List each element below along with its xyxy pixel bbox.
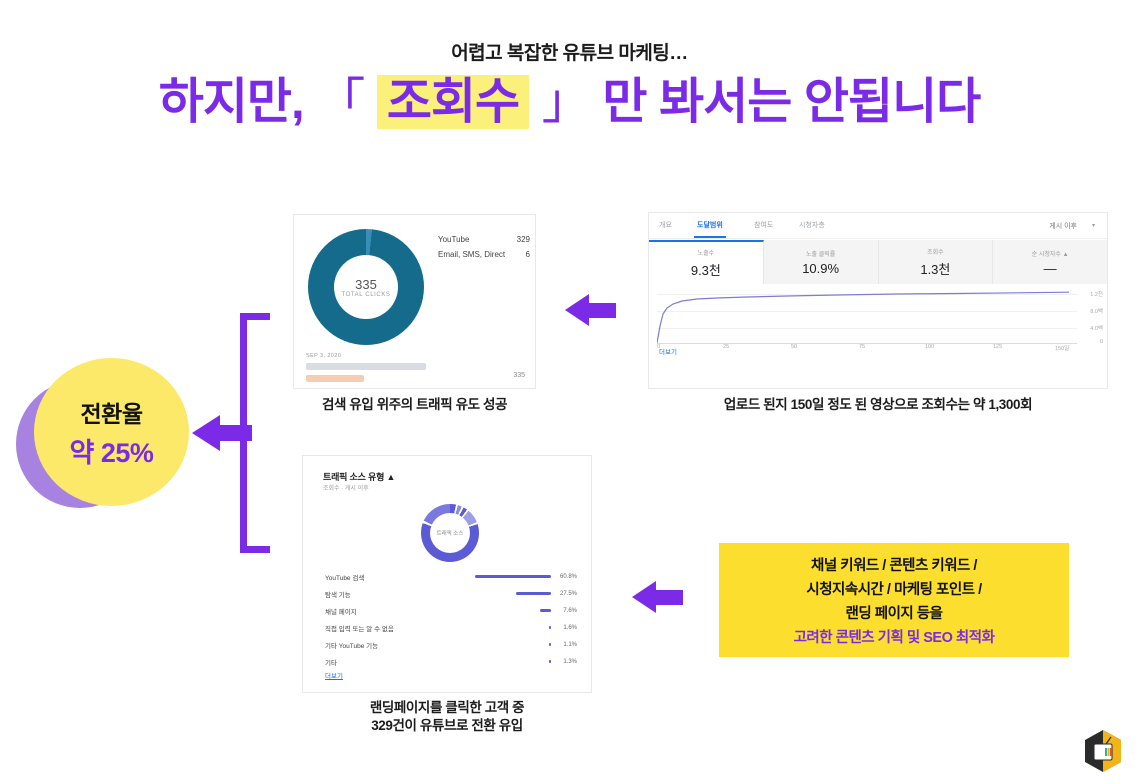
clicks-card-caption: 검색 유입 위주의 트래픽 유도 성공 bbox=[321, 397, 508, 412]
metric-value: 10.9% bbox=[802, 260, 840, 276]
metric-value: 1.3천 bbox=[920, 261, 951, 277]
legend-label: Email, SMS, Direct bbox=[438, 250, 506, 259]
traffic-source-pct: 60.8% bbox=[559, 573, 577, 580]
impressions-line-chart: 1.2천 8.0백 4.0백 0 0 25 50 75 100 125 150일… bbox=[649, 286, 1107, 362]
metric-views[interactable]: 조회수 1.3천 bbox=[878, 240, 994, 284]
metric-impressions[interactable]: 노출수 9.3천 bbox=[649, 240, 764, 284]
brand-logo-icon bbox=[1085, 730, 1121, 772]
traffic-source-donut-label: 트래픽 소스 bbox=[436, 531, 464, 537]
redacted-bar bbox=[306, 375, 364, 382]
legend-value: 329 bbox=[516, 235, 530, 244]
page-subtitle: 어렵고 복잡한 유튜브 마케팅… bbox=[451, 43, 688, 64]
traffic-source-pct: 1.6% bbox=[563, 624, 577, 631]
youtube-tabs: 개요 도달범위 참여도 시청자층 게시 이후 ▾ bbox=[649, 213, 1107, 239]
youtube-more-link[interactable]: 더보기 bbox=[659, 349, 677, 356]
metric-unique-viewers[interactable]: 순 시청자수 ▲ — bbox=[993, 240, 1107, 284]
bracket-open: 「 bbox=[316, 75, 365, 129]
traffic-source-pct: 1.3% bbox=[563, 658, 577, 665]
traffic-source-name: YouTube 검색 bbox=[325, 574, 365, 582]
conversion-badge: 전환율 약 25% bbox=[16, 358, 191, 508]
list-item: 직접 입력 또는 알 수 없음 1.6% bbox=[325, 619, 577, 636]
metric-cards: 노출수 9.3천 노출 클릭률 10.9% 조회수 1.3천 순 시청자수 ▲ … bbox=[649, 240, 1107, 284]
list-item: 탐색 기능 27.5% bbox=[325, 585, 577, 602]
traffic-source-name: 기타 bbox=[325, 659, 337, 667]
redacted-bar bbox=[306, 363, 426, 370]
list-item: YouTube 검색 60.8% bbox=[325, 568, 577, 585]
clicks-donut-chart bbox=[308, 229, 424, 345]
keyword-line-1: 채널 키워드 / 콘텐츠 키워드 / bbox=[811, 557, 977, 574]
bracket-close: 」 bbox=[541, 75, 591, 129]
traffic-source-list: YouTube 검색 60.8% 탐색 기능 27.5% 채널 페이지 7.6%… bbox=[325, 568, 577, 670]
clicks-legend: YouTube 329 Email, SMS, Direct 6 bbox=[438, 235, 530, 265]
total-clicks-value: 335 bbox=[355, 276, 377, 292]
clicks-card: 335 TOTAL CLICKS YouTube 329 Email, SMS,… bbox=[293, 214, 536, 389]
traffic-source-bar-track bbox=[445, 609, 551, 612]
traffic-source-card: 트래픽 소스 유형 ▲ 조회수 · 게시 이후 트래픽 소스 YouTube 검… bbox=[302, 455, 592, 693]
legend-row: Email, SMS, Direct 6 bbox=[438, 250, 530, 259]
metric-value: — bbox=[1043, 260, 1057, 276]
headline-suffix: 만 봐서는 안됩니다 bbox=[602, 75, 981, 129]
keyword-line-4: 고려한 콘텐츠 기획 및 SEO 최적화 bbox=[793, 629, 995, 646]
traffic-source-pct: 7.6% bbox=[563, 607, 577, 614]
tab-audience[interactable]: 시청자층 bbox=[799, 222, 825, 229]
traffic-source-name: 채널 페이지 bbox=[325, 608, 357, 616]
metric-value: 9.3천 bbox=[690, 262, 721, 278]
traffic-source-donut-chart bbox=[421, 504, 479, 562]
clicks-footer-value: 335 bbox=[513, 372, 525, 379]
traffic-source-name: 기타 YouTube 기능 bbox=[325, 642, 379, 650]
keyword-line-3: 랜딩 페이지 등을 bbox=[845, 605, 943, 622]
tab-engagement[interactable]: 참여도 bbox=[754, 222, 774, 229]
clicks-date: SEP 3, 2020 bbox=[306, 353, 342, 359]
traffic-source-name: 탐색 기능 bbox=[325, 591, 351, 599]
list-item: 기타 YouTube 기능 1.1% bbox=[325, 636, 577, 653]
metric-label: 조회수 bbox=[927, 249, 944, 256]
traffic-source-name: 직접 입력 또는 알 수 없음 bbox=[325, 625, 394, 633]
metric-label: 노출수 bbox=[697, 250, 715, 257]
traffic-source-pct: 27.5% bbox=[559, 590, 577, 597]
keyword-line-2: 시청지속시간 / 마케팅 포인트 / bbox=[806, 581, 982, 598]
x-axis-labels: 0 25 50 75 100 125 150일 bbox=[657, 344, 1070, 352]
legend-value: 6 bbox=[525, 250, 530, 259]
metric-label: 노출 클릭률 bbox=[805, 251, 836, 258]
traffic-source-bar-track bbox=[445, 592, 551, 595]
traffic-source-title: 트래픽 소스 유형 ▲ bbox=[323, 472, 396, 482]
headline-prefix: 하지만, bbox=[158, 75, 305, 129]
legend-label: YouTube bbox=[438, 235, 470, 244]
line-series bbox=[657, 291, 1070, 344]
chevron-down-icon[interactable]: ▾ bbox=[1091, 223, 1095, 229]
tab-reach[interactable]: 도달범위 bbox=[694, 222, 726, 238]
keyword-callout-box: 채널 키워드 / 콘텐츠 키워드 / 시청지속시간 / 마케팅 포인트 / 랜딩… bbox=[719, 543, 1069, 657]
traffic-source-pct: 1.1% bbox=[563, 641, 577, 648]
traffic-source-bar-track bbox=[445, 660, 551, 663]
traffic-source-bar-track bbox=[445, 643, 551, 646]
page-title: 하지만, 「 조회수 」 만 봐서는 안됩니다 bbox=[0, 62, 1139, 133]
list-item: 기타 1.3% bbox=[325, 653, 577, 670]
badge-label: 전환율 bbox=[80, 400, 143, 427]
clicks-donut-center: 335 TOTAL CLICKS bbox=[308, 229, 424, 345]
tab-overview[interactable]: 개요 bbox=[659, 222, 672, 229]
traffic-card-caption: 랜딩페이지를 클릭한 고객 중 329건이 유튜브로 전환 유입 bbox=[302, 699, 592, 735]
legend-row: YouTube 329 bbox=[438, 235, 530, 244]
y-axis-labels: 1.2천 8.0백 4.0백 0 bbox=[1090, 292, 1103, 345]
traffic-source-subtitle: 조회수 · 게시 이후 bbox=[323, 486, 369, 492]
headline-highlight: 조회수 bbox=[376, 75, 530, 129]
date-range-selector[interactable]: 게시 이후 bbox=[1049, 223, 1077, 230]
youtube-card-caption: 업로드 된지 150일 정도 된 영상으로 조회수는 약 1,300회 bbox=[723, 397, 1033, 412]
traffic-caption-line1: 랜딩페이지를 클릭한 고객 중 bbox=[369, 700, 525, 715]
traffic-caption-line2: 329건이 유튜브로 전환 유입 bbox=[371, 718, 523, 734]
total-clicks-label: TOTAL CLICKS bbox=[341, 291, 391, 298]
metric-label: 순 시청자수 ▲ bbox=[1031, 251, 1069, 258]
badge-value: 약 25% bbox=[69, 437, 154, 468]
traffic-source-bar-track bbox=[445, 626, 551, 629]
badge-yellow-circle: 전환율 약 25% bbox=[34, 358, 189, 506]
youtube-analytics-card: 개요 도달범위 참여도 시청자층 게시 이후 ▾ 노출수 9.3천 노출 클릭률… bbox=[648, 212, 1108, 389]
traffic-source-bar-track bbox=[445, 575, 551, 578]
metric-ctr[interactable]: 노출 클릭률 10.9% bbox=[763, 240, 879, 284]
traffic-source-more-link[interactable]: 더보기 bbox=[325, 673, 343, 680]
list-item: 채널 페이지 7.6% bbox=[325, 602, 577, 619]
